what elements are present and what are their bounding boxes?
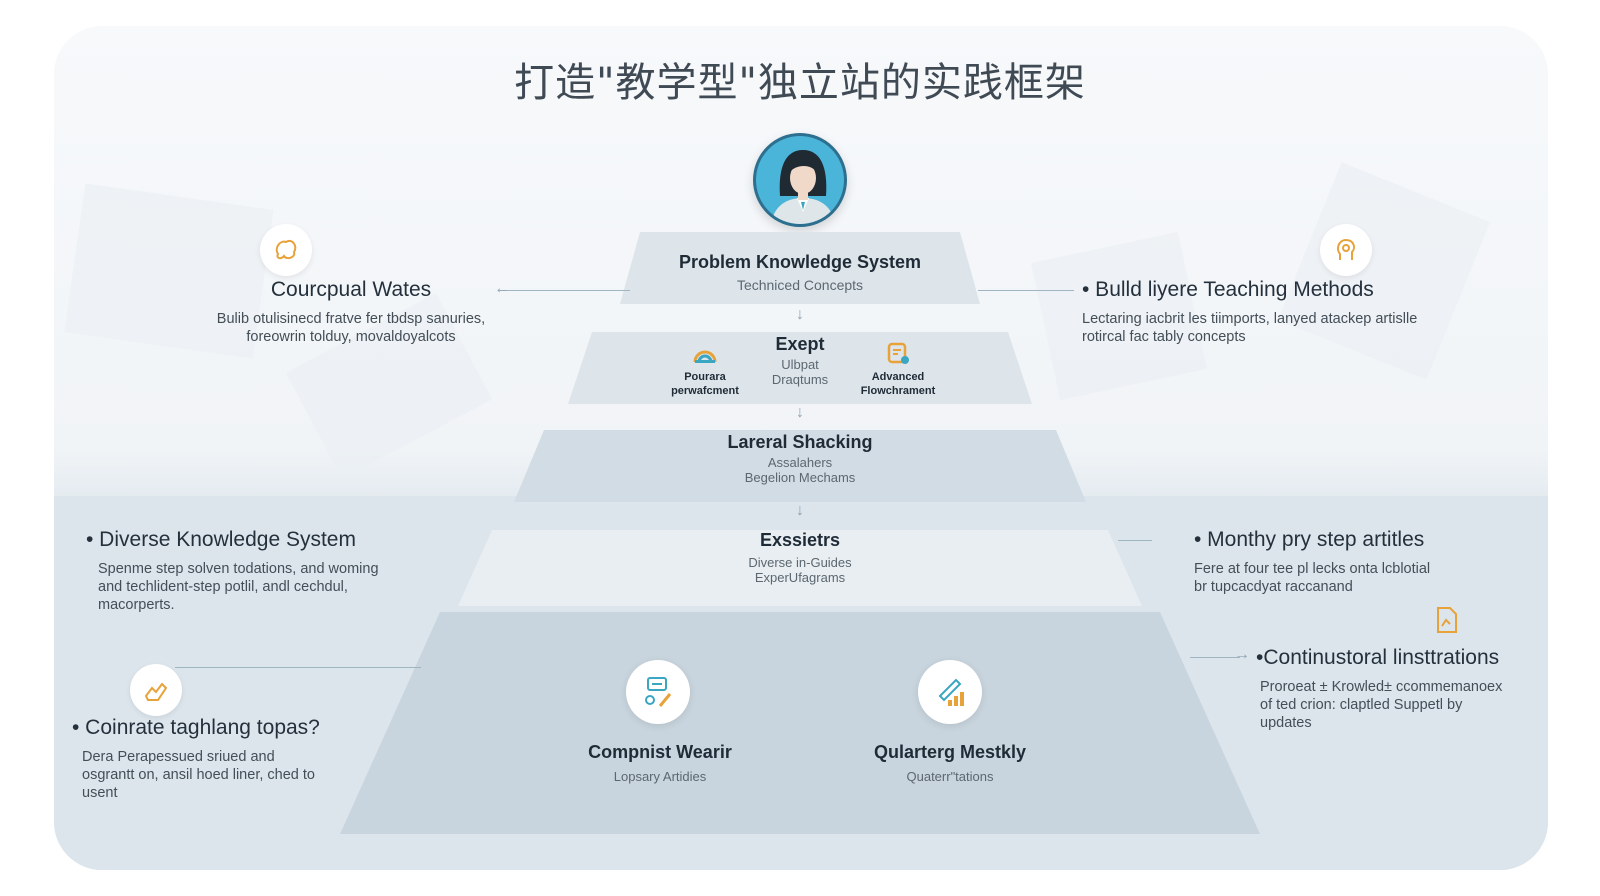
side-top-left-line-1: Bulib otulisinecd fratve fer tbdsp sanur… — [216, 311, 486, 327]
chat-tools-icon — [626, 660, 690, 724]
tier-3-subtitle-2: Begelion Mechams — [744, 470, 856, 485]
pyramid-tier-2: Exept Ulbpat Draqtums — [568, 332, 1032, 404]
brain-icon — [260, 224, 312, 276]
tier-4-subtitle-2: ExperUfagrams — [754, 570, 846, 585]
tier-2-left-item: Pourara perwafcment — [650, 340, 760, 398]
connector-line — [1118, 540, 1152, 541]
rainbow-icon — [692, 340, 718, 366]
side-mid-right: • Monthy pry step artitles Fere at four … — [1194, 528, 1524, 596]
tier-3-subtitle-1: Assalahers — [767, 455, 833, 470]
pyramid-tier-4: Exssietrs Diverse in-Guides ExperUfagram… — [458, 530, 1142, 606]
hand-icon — [130, 664, 182, 716]
tier-4-title: Exssietrs — [759, 530, 841, 550]
side-bottom-right-line-2: of ted crion: claptled Suppetl by — [1260, 697, 1463, 713]
base-left-block: Compnist Wearir Lopsary Artidies — [560, 742, 760, 784]
side-top-left-heading: Courcpual Wates — [270, 278, 432, 301]
side-bottom-right-line-1: Proroeat ± Krowled± ccommemanoex — [1260, 679, 1503, 695]
page-title: 打造"教学型"独立站的实践框架 — [514, 60, 1086, 106]
side-mid-left-line-3: macorperts. — [98, 597, 175, 613]
pyramid-tier-1: Problem Knowledge System Techniced Conce… — [620, 232, 980, 304]
side-top-right-line-2: rotircal fac tably concepts — [1082, 329, 1246, 345]
side-top-right: • Bulld liyere Teaching Methods Lectarin… — [1082, 278, 1502, 346]
file-chart-icon — [1420, 594, 1472, 646]
pyramid-base — [340, 612, 1260, 834]
side-bottom-right-line-3: updates — [1260, 715, 1312, 731]
side-bottom-left-heading: • Coinrate taghlang topas? — [72, 716, 320, 739]
tier-3-title: Lareral Shacking — [727, 432, 873, 452]
side-mid-right-line-1: Fere at four tee pl lecks onta lcblotial — [1194, 561, 1431, 577]
base-right-title: Qularterg Mestkly — [873, 742, 1027, 762]
base-right-subtitle: Quaterr"tations — [906, 769, 994, 784]
base-left-subtitle: Lopsary Artidies — [613, 769, 707, 784]
teacher-avatar — [753, 133, 847, 227]
tier-2-title: Exept — [775, 334, 825, 354]
tier-2-subtitle-1: Ulbpat — [781, 357, 819, 372]
side-mid-left: • Diverse Knowledge System Spenme step s… — [86, 528, 426, 614]
side-top-left: Courcpual Wates Bulib otulisinecd fratve… — [186, 278, 516, 346]
tier-2-left-line-2: perwafcment — [671, 385, 739, 397]
connector-line — [978, 290, 1074, 291]
arrow-left-icon: ← — [494, 280, 510, 297]
pyramid-tier-3: Lareral Shacking Assalahers Begelion Mec… — [514, 430, 1086, 502]
side-mid-left-line-2: and techlident-step potlil, andl cechdul… — [98, 579, 348, 595]
side-top-right-heading: • Bulld liyere Teaching Methods — [1082, 278, 1374, 301]
connector-line — [500, 290, 630, 291]
base-right-block: Qularterg Mestkly Quaterr"tations — [850, 742, 1050, 784]
side-top-right-line-1: Lectaring iacbrit les tiimports, lanyed … — [1082, 311, 1418, 327]
side-bottom-left-line-1: Dera Perapessued sriued and — [82, 749, 275, 765]
side-mid-left-heading: • Diverse Knowledge System — [86, 528, 356, 551]
side-bottom-left-line-2: osgrantt on, ansil hoed liner, ched to — [82, 767, 315, 783]
head-gear-icon — [1320, 224, 1372, 276]
arrow-down-icon: ↓ — [796, 502, 804, 519]
tier-2-left-line-1: Pourara — [684, 371, 726, 383]
side-bottom-right-heading: •Continustoral linsttrations — [1256, 646, 1500, 669]
arrow-right-icon: → — [1234, 646, 1250, 663]
tier-4-subtitle-1: Diverse in-Guides — [748, 555, 852, 570]
tier-2-right-item: Advanced Flowchrament — [838, 340, 958, 398]
side-mid-left-line-1: Spenme step solven todations, and woming — [98, 561, 379, 577]
base-left-title: Compnist Wearir — [588, 742, 732, 762]
tier-2-subtitle-2: Draqtums — [771, 372, 829, 387]
side-top-left-line-2: foreowrin tolduy, movaldoyalcots — [246, 329, 456, 345]
side-bottom-left: • Coinrate taghlang topas? Dera Perapess… — [72, 716, 372, 802]
side-mid-right-line-2: br tupcacdyat raccanand — [1194, 579, 1353, 595]
tier-1-title: Problem Knowledge System — [678, 252, 922, 272]
tier-2-right-line-2: Flowchrament — [860, 385, 936, 397]
connector-line — [175, 667, 421, 668]
side-bottom-right: •Continustoral linsttrations Proroeat ± … — [1256, 646, 1546, 732]
side-bottom-left-line-3: usent — [82, 785, 118, 801]
chart-pencil-icon — [918, 660, 982, 724]
arrow-down-icon: ↓ — [796, 404, 804, 421]
decor-shape — [1277, 162, 1491, 380]
document-icon — [885, 340, 911, 366]
connector-line — [1190, 657, 1240, 658]
side-mid-right-heading: • Monthy pry step artitles — [1194, 528, 1425, 551]
tier-1-subtitle: Techniced Concepts — [736, 277, 864, 293]
tier-2-right-line-1: Advanced — [871, 371, 925, 383]
arrow-down-icon: ↓ — [796, 306, 804, 323]
